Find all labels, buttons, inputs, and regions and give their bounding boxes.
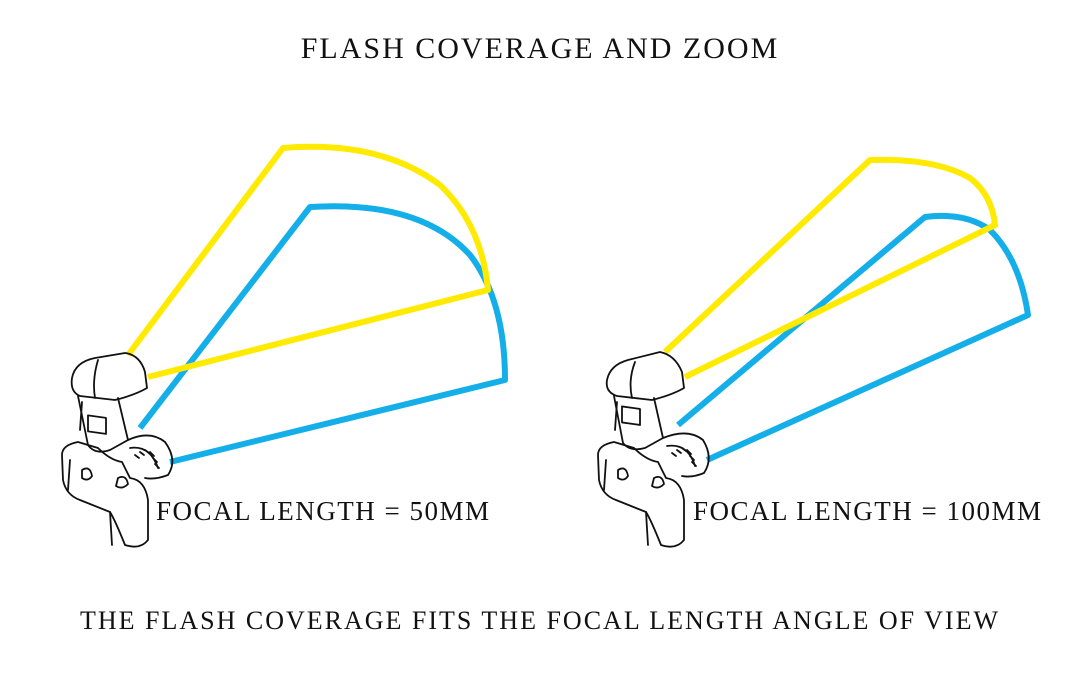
camera-sketch-icon	[61, 352, 174, 548]
right-focal-length-label: FOCAL LENGTH = 100MM	[693, 496, 1043, 526]
lens-angle-of-view-wedge	[137, 203, 508, 465]
left-focal-length-label: FOCAL LENGTH = 50MM	[156, 496, 491, 526]
left-diagram	[61, 143, 508, 548]
right-diagram	[597, 156, 1031, 548]
lens-angle-of-view-wedge	[676, 212, 1031, 463]
diagram-caption: THE FLASH COVERAGE FITS THE FOCAL LENGTH…	[79, 606, 1000, 635]
diagram-title: FLASH COVERAGE AND ZOOM	[300, 32, 780, 65]
flash-coverage-wedge	[662, 156, 998, 380]
camera-sketch-icon	[597, 351, 710, 548]
flash-coverage-wedge	[125, 143, 491, 380]
